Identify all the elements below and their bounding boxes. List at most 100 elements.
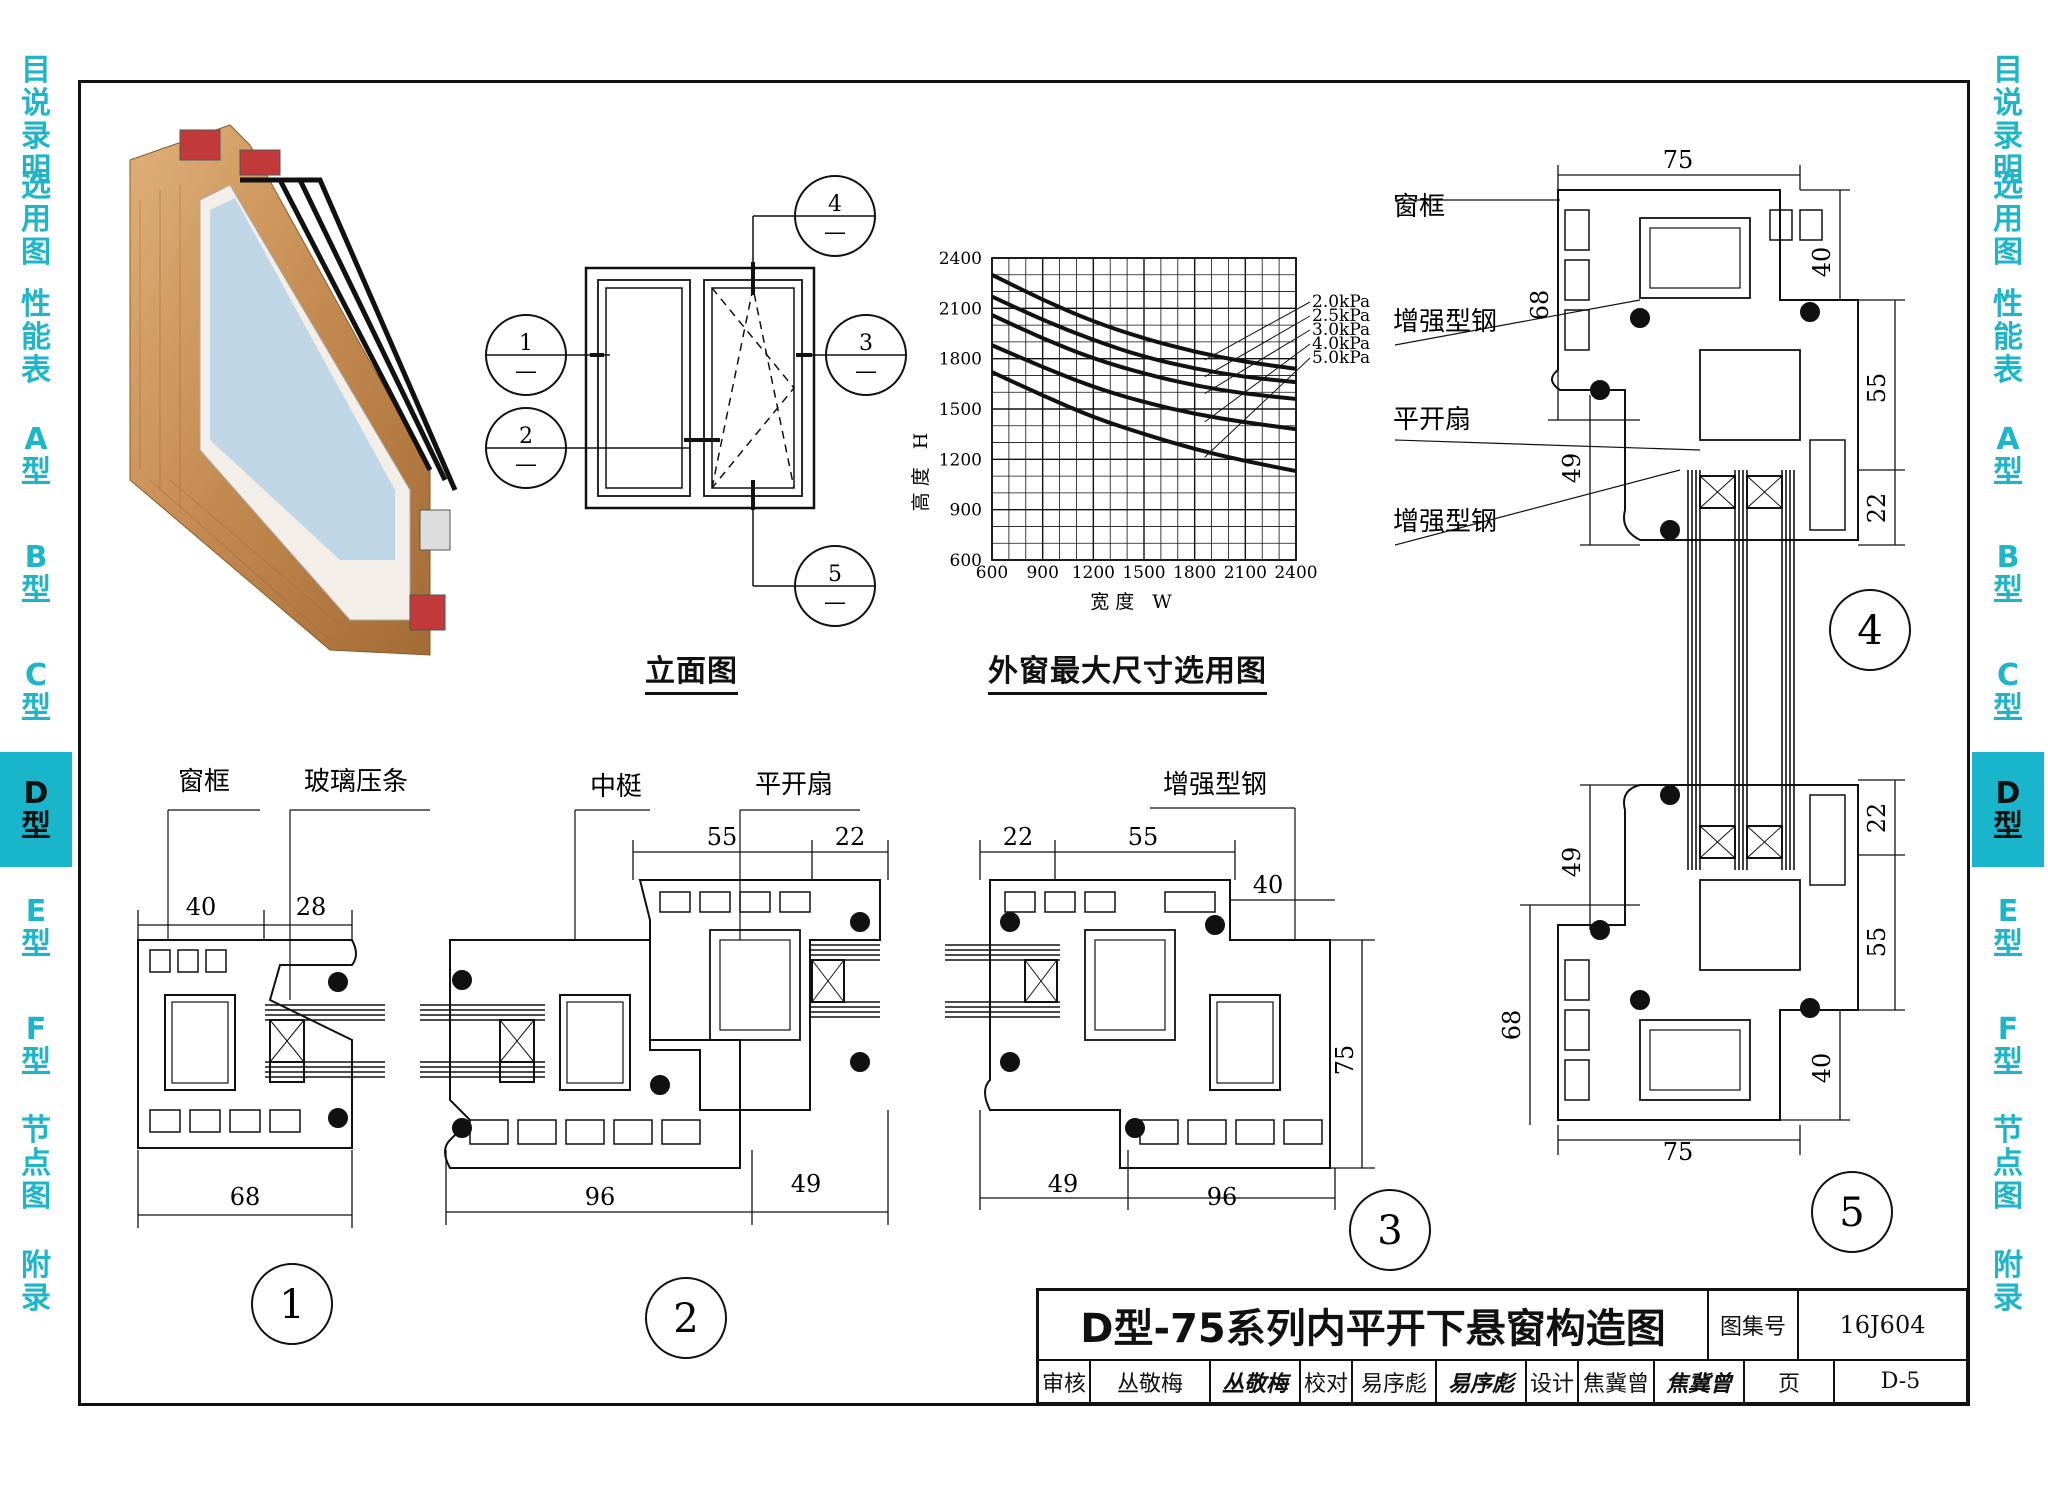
callout-2-dash: — bbox=[515, 452, 537, 477]
series-leader-2 bbox=[1204, 329, 1311, 394]
callout-1-number: 1 bbox=[519, 331, 533, 356]
designer-name: 焦冀曾 bbox=[1579, 1361, 1655, 1404]
dim-s4-49: 49 bbox=[1558, 453, 1586, 484]
left-tab-1[interactable]: 选用图 bbox=[0, 162, 72, 280]
right-tab-label: E型 bbox=[1993, 893, 2023, 962]
left-tab-0[interactable]: 目说录明 bbox=[0, 54, 72, 186]
series-line-4 bbox=[991, 370, 1298, 474]
series-line-3 bbox=[991, 343, 1297, 432]
dim-s5-75: 75 bbox=[1663, 1138, 1694, 1166]
label-frame-s1: 窗框 bbox=[178, 767, 230, 797]
left-tab-label: 节点图 bbox=[21, 1113, 51, 1214]
chart-caption: 外窗最大尺寸选用图 bbox=[988, 646, 1267, 695]
y-tick-label: 1200 bbox=[939, 450, 982, 470]
designer-signature: 焦冀曾 bbox=[1655, 1361, 1745, 1404]
right-tab-label: 节点图 bbox=[1993, 1113, 2023, 1214]
left-tab-3[interactable]: A型 bbox=[0, 398, 72, 516]
dim-s2-55: 55 bbox=[707, 823, 738, 851]
dim-s2-96: 96 bbox=[585, 1183, 616, 1211]
dimension-labels: 40 28 68 55 22 96 49 22 55 40 49 96 75 7… bbox=[186, 146, 1891, 1211]
dim-s5-68: 68 bbox=[1498, 1010, 1526, 1041]
dim-s1-28: 28 bbox=[296, 893, 327, 921]
left-tab-10[interactable]: 附录 bbox=[0, 1224, 72, 1342]
y-axis-label: 高度 H bbox=[910, 427, 932, 512]
right-tab-7[interactable]: E型 bbox=[1972, 870, 2044, 988]
x-tick-label: 600 bbox=[976, 563, 1008, 583]
corner-section-picture bbox=[129, 124, 458, 656]
section-4-drawing bbox=[1394, 165, 1911, 870]
right-tab-label: F型 bbox=[1993, 1011, 2023, 1080]
section-5-drawing bbox=[1520, 779, 1905, 1253]
reviewer-name: 丛敬梅 bbox=[1091, 1361, 1211, 1404]
series-line-1 bbox=[991, 294, 1297, 385]
page-number: D-5 bbox=[1835, 1361, 1968, 1404]
label-steel-s3: 增强型钢 bbox=[1163, 770, 1267, 800]
x-axis-label: 宽度 W bbox=[1090, 591, 1178, 613]
design-label: 设计 bbox=[1527, 1361, 1579, 1404]
left-tab-label: 性能表 bbox=[21, 287, 51, 388]
right-tab-9[interactable]: 节点图 bbox=[1972, 1106, 2044, 1224]
x-tick-label: 1800 bbox=[1173, 563, 1216, 583]
right-tab-1[interactable]: 选用图 bbox=[1972, 162, 2044, 280]
section-3-drawing bbox=[945, 807, 1431, 1271]
left-tab-4[interactable]: B型 bbox=[0, 516, 72, 634]
series-label-2: 3.0kPa bbox=[1312, 320, 1370, 340]
right-tab-10[interactable]: 附录 bbox=[1972, 1224, 2044, 1342]
section-1-drawing bbox=[137, 809, 430, 1345]
left-tab-7[interactable]: E型 bbox=[0, 870, 72, 988]
y-tick-label: 2400 bbox=[939, 249, 982, 269]
x-tick-label: 1200 bbox=[1072, 563, 1115, 583]
left-tab-label: E型 bbox=[21, 893, 51, 962]
right-tab-2[interactable]: 性能表 bbox=[1972, 280, 2044, 398]
label-steel-s4a: 增强型钢 bbox=[1393, 307, 1497, 337]
left-tab-2[interactable]: 性能表 bbox=[0, 280, 72, 398]
dim-s4-22: 22 bbox=[1863, 493, 1891, 524]
right-tab-8[interactable]: F型 bbox=[1972, 988, 2044, 1106]
right-tab-6[interactable]: D型 bbox=[1972, 752, 2044, 870]
section-callout-2: 2 bbox=[673, 1296, 698, 1342]
dim-s1-40: 40 bbox=[186, 893, 217, 921]
section-callout-numbers: 1 2 3 4 5 bbox=[279, 608, 1882, 1342]
reviewer-signature: 丛敬梅 bbox=[1211, 1361, 1301, 1404]
atlas-number: 16J604 bbox=[1799, 1291, 1968, 1361]
right-tab-label: 附录 bbox=[1993, 1247, 2023, 1316]
x-tick-label: 900 bbox=[1026, 563, 1058, 583]
callout-4-dash: — bbox=[824, 220, 846, 245]
dim-s5-55: 55 bbox=[1863, 927, 1891, 958]
elevation-caption: 立面图 bbox=[645, 646, 738, 695]
left-tab-label: B型 bbox=[21, 539, 51, 608]
drawing-title: D型-75系列内平开下悬窗构造图 bbox=[1039, 1291, 1709, 1361]
left-tab-9[interactable]: 节点图 bbox=[0, 1106, 72, 1224]
y-tick-label: 1500 bbox=[939, 400, 982, 420]
right-tab-label: B型 bbox=[1993, 539, 2023, 608]
dim-s1-68: 68 bbox=[230, 1183, 261, 1211]
label-sash-s2: 平开扇 bbox=[755, 770, 833, 800]
y-tick-label: 600 bbox=[950, 551, 982, 571]
right-tab-0[interactable]: 目说录明 bbox=[1972, 54, 2044, 186]
left-tab-6[interactable]: D型 bbox=[0, 752, 72, 870]
series-leader-3 bbox=[1204, 343, 1311, 423]
left-tab-label: F型 bbox=[21, 1011, 51, 1080]
right-tab-label: 目说录明 bbox=[1993, 52, 2023, 187]
right-tab-label: D型 bbox=[1993, 775, 2023, 844]
series-leader-1 bbox=[1204, 315, 1311, 378]
left-tab-label: 选用图 bbox=[21, 169, 51, 270]
series-line-2 bbox=[991, 313, 1297, 401]
right-tab-label: A型 bbox=[1993, 421, 2023, 490]
left-tab-8[interactable]: F型 bbox=[0, 988, 72, 1106]
series-label-0: 2.0kPa bbox=[1312, 292, 1370, 312]
left-tab-label: A型 bbox=[21, 421, 51, 490]
left-tab-5[interactable]: C型 bbox=[0, 634, 72, 752]
right-tab-4[interactable]: B型 bbox=[1972, 516, 2044, 634]
callout-1-dash: — bbox=[515, 359, 537, 384]
right-tab-3[interactable]: A型 bbox=[1972, 398, 2044, 516]
dim-s2-22: 22 bbox=[835, 823, 866, 851]
elevation-drawing bbox=[485, 175, 907, 627]
dim-s5-22: 22 bbox=[1863, 803, 1891, 834]
dim-s5-49: 49 bbox=[1558, 847, 1586, 878]
right-tab-5[interactable]: C型 bbox=[1972, 634, 2044, 752]
series-label-3: 4.0kPa bbox=[1312, 334, 1370, 354]
callout-3-dash: — bbox=[855, 359, 877, 384]
